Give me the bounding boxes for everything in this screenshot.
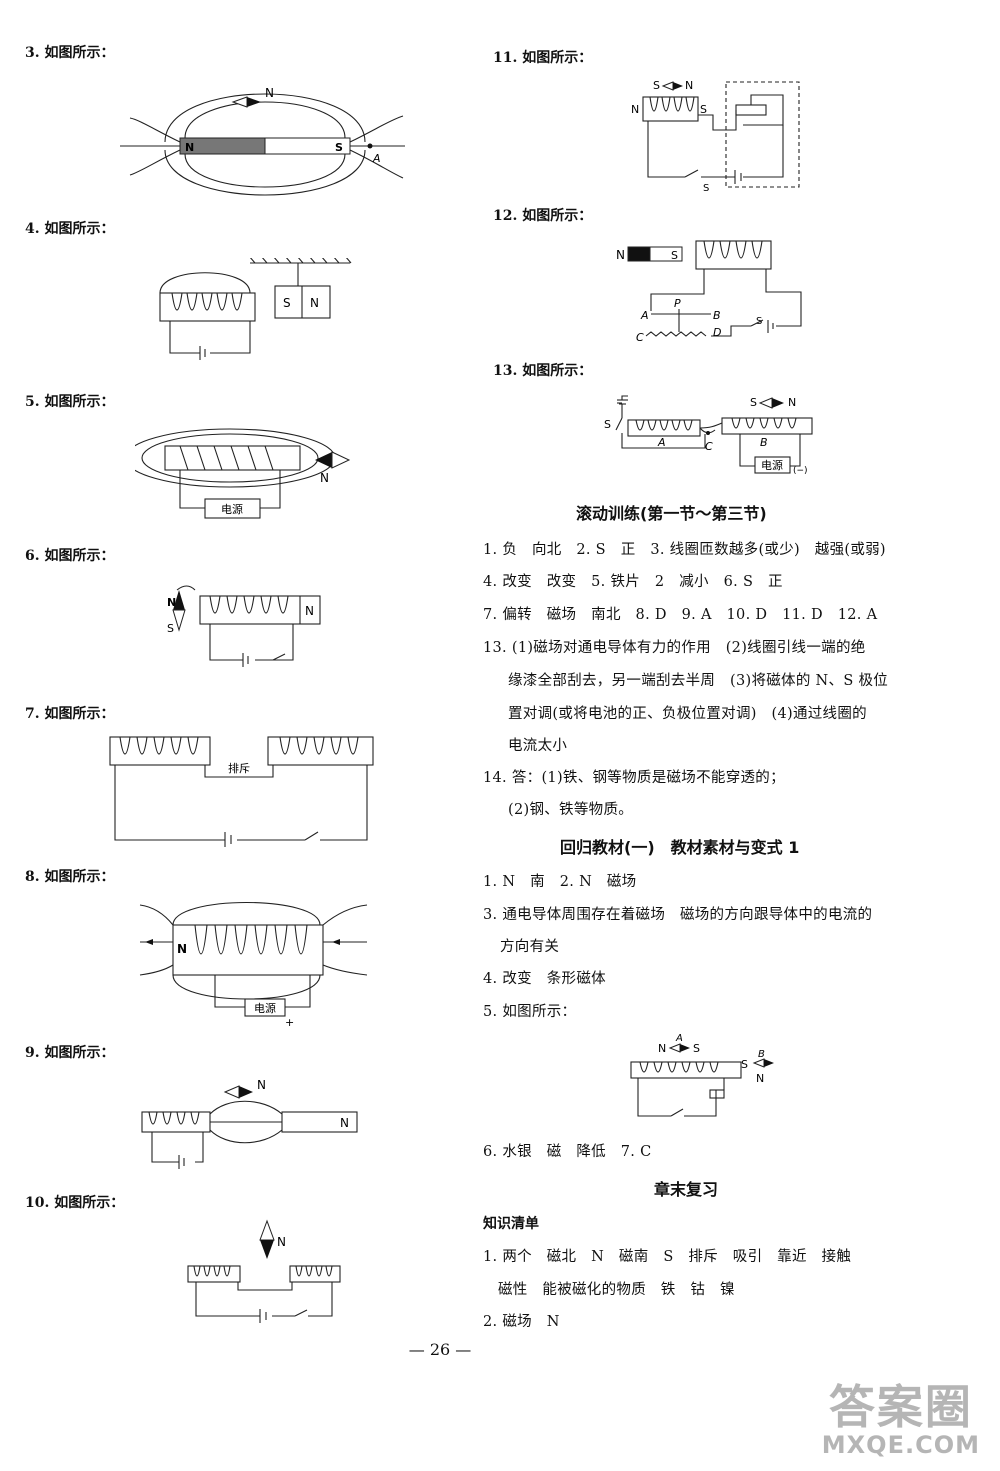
answer-line: 1. 负 向北 2. S 正 3. 线圈匝数越多(或少) 越强(或弱) [483, 542, 886, 558]
watermark-logo: 答案圈 [828, 1380, 973, 1434]
q12-a: A [640, 309, 649, 322]
s2-n-right: N [756, 1072, 764, 1085]
section-title-rolling-practice: 滚动训练(第一节～第三节) [576, 504, 767, 523]
q11-n-left: N [631, 103, 639, 116]
q6-coil-n: N [305, 604, 314, 618]
q13-switch-s: S [604, 418, 611, 431]
answer-line: 置对调(或将电池的正、负极位置对调) (4)通过线圈的 [508, 706, 867, 722]
section-title-chapter-review: 章末复习 [654, 1180, 719, 1199]
q13-source: 电源 [761, 458, 783, 472]
answer-line: 7. 偏转 磁场 南北 8. D 9. A 10. D 11. D 12. A [483, 607, 878, 623]
q11-figure-coil-rheostat: S N N S S [623, 75, 808, 195]
q9-magnet-n: N [340, 1116, 349, 1130]
s2-n-left: N [658, 1042, 666, 1055]
q11-label: 11. 如图所示： [493, 50, 593, 66]
q4-label: 4. 如图所示： [25, 221, 115, 237]
q13-needle-n: N [788, 396, 796, 409]
answer-line: 6. 水银 磁 降低 7. C [483, 1144, 652, 1160]
q11-s-top: S [653, 79, 660, 92]
watermark-url: MXQE.COM [821, 1431, 980, 1459]
q5-figure-solenoid: 电源 N [135, 428, 365, 528]
q4-n: N [310, 296, 319, 310]
q12-b: B [713, 309, 721, 322]
subhead-knowledge-list: 知识清单 [483, 1216, 539, 1232]
answer-line: 5. 如图所示： [483, 1004, 577, 1020]
answer-line: 1. 两个 磁北 N 磁南 S 排斥 吸引 靠近 接触 [483, 1249, 852, 1265]
q9-label: 9. 如图所示： [25, 1045, 115, 1061]
q12-label: 12. 如图所示： [493, 208, 593, 224]
answer-line: 方向有关 [500, 939, 560, 955]
q10-needle-n: N [277, 1235, 286, 1249]
q5-n: N [320, 471, 329, 485]
q11-switch-s: S [703, 183, 709, 194]
q8-plus: + [285, 1016, 294, 1029]
answer-line: 13. (1)磁场对通电导体有力的作用 (2)线圈引线一端的绝 [483, 640, 866, 656]
q12-d: D [713, 326, 721, 339]
q3-s-pole: S [335, 141, 343, 154]
q12-n: N [616, 248, 625, 262]
section2-figure-coil-needles: N A S S B N [626, 1030, 781, 1125]
q10-label: 10. 如图所示： [25, 1195, 125, 1211]
q12-figure-magnet-coil-rheostat: N S P A B [616, 236, 836, 351]
s2-a: A [675, 1033, 683, 1044]
q6-label: 6. 如图所示： [25, 548, 115, 564]
s2-b: B [758, 1049, 765, 1060]
q4-figure-coil-magnet: S N [150, 258, 370, 368]
s2-s-right: S [741, 1058, 748, 1071]
answer-line: 2. 磁场 N [483, 1314, 560, 1330]
q7-repel: 排斥 [228, 761, 250, 775]
q5-source: 电源 [221, 502, 243, 516]
answer-line: 14. 答：(1)铁、钢等物质是磁场不能穿透的； [483, 770, 785, 786]
q3-label: 3. 如图所示： [25, 45, 115, 61]
q9-needle-n: N [257, 1078, 266, 1092]
section-title-textbook-return: 回归教材(一) 教材素材与变式 1 [560, 838, 800, 857]
q13-a: A [657, 436, 666, 449]
q6-needle-n: N [167, 596, 176, 609]
q7-label: 7. 如图所示： [25, 706, 115, 722]
q3-figure-bar-magnet: N S N A [115, 80, 415, 205]
q7-figure-two-coils: 排斥 [105, 732, 380, 847]
answer-line: 1. N 南 2. N 磁场 [483, 874, 637, 890]
q3-point-a: A [372, 152, 381, 165]
q5-label: 5. 如图所示： [25, 394, 115, 410]
answer-line: 3. 通电导体周围存在着磁场 磁场的方向跟导体中的电流的 [483, 907, 873, 923]
q13-needle-s: S [750, 396, 757, 409]
q13-minus: (−) [793, 466, 808, 476]
q6-needle-s: S [167, 622, 174, 635]
q9-figure-coil-bar: N N [137, 1072, 362, 1172]
q6-figure-coil-needle: N S N [165, 582, 335, 677]
q8-n: N [177, 942, 187, 956]
q10-figure-two-coils-needle: N [160, 1218, 350, 1328]
q8-label: 8. 如图所示： [25, 869, 115, 885]
q11-n-top: N [685, 79, 693, 92]
q13-c: C [705, 440, 713, 453]
q13-label: 13. 如图所示： [493, 363, 593, 379]
watermark: 答案圈 MXQE.COM [822, 1383, 980, 1459]
answer-line: 电流太小 [508, 738, 568, 754]
q13-figure-two-coils: S [600, 388, 830, 488]
answer-line: 4. 改变 改变 5. 铁片 2 减小 6. S 正 [483, 574, 783, 590]
answer-line: 4. 改变 条形磁体 [483, 971, 606, 987]
q11-s-right: S [700, 103, 707, 116]
q13-b: B [760, 436, 768, 449]
q12-switch-s: S [756, 316, 762, 327]
answer-line: (2)钢、铁等物质。 [508, 802, 634, 818]
s2-s-mid: S [693, 1042, 700, 1055]
q8-figure-field-lines: N 电源 + [135, 895, 375, 1030]
q12-p: P [674, 297, 681, 310]
q12-s: S [671, 249, 678, 262]
q3-n-pole: N [185, 141, 194, 154]
page-number: — 26 — [408, 1340, 472, 1359]
q4-s: S [283, 296, 291, 310]
q3-needle-n: N [265, 86, 274, 100]
answer-line: 缘漆全部刮去，另一端刮去半周 (3)将磁体的 N、S 极位 [508, 673, 889, 689]
q12-c: C [636, 331, 644, 344]
answer-line: 磁性 能被磁化的物质 铁 钴 镍 [498, 1282, 735, 1298]
q8-source: 电源 [254, 1001, 276, 1015]
